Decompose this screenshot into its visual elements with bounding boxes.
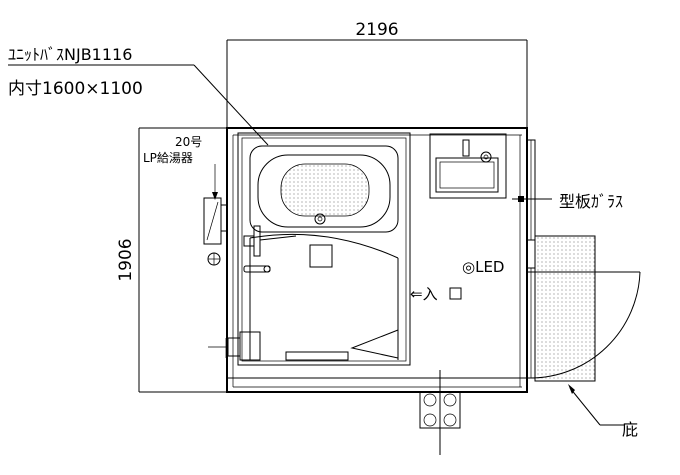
building-walls	[226, 127, 528, 393]
width-dimension: 2196	[226, 20, 528, 128]
glass-label: 型板ｶﾞﾗｽ	[559, 192, 623, 211]
windows	[512, 139, 536, 379]
washbasin	[429, 133, 507, 199]
inner-size-label: 内寸1600×1100	[8, 79, 143, 99]
water-heater	[203, 197, 228, 266]
height-dimension: 1906	[116, 127, 232, 393]
entrance-label: ⇐入	[410, 285, 438, 303]
height-dim-label: 1906	[116, 238, 136, 281]
eaves	[527, 235, 641, 382]
unit-name-label: ﾕﾆｯﾄﾊﾞｽNJB1116	[8, 45, 132, 64]
lower-left-equipment	[208, 331, 261, 361]
entrance-marker	[449, 287, 462, 300]
bottom-drain	[419, 370, 461, 455]
eaves-label: 庇	[622, 420, 638, 439]
heater-name-label: LP給湯器	[143, 151, 193, 165]
bath-unit	[237, 132, 411, 366]
led-label: ◎LED	[462, 258, 504, 276]
heater-number-label: 20号	[175, 135, 202, 149]
width-dim-label: 2196	[355, 20, 398, 40]
